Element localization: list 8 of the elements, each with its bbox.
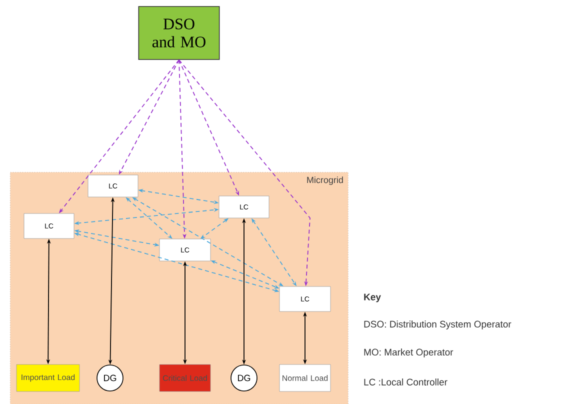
key-text: MO: Market Operator (364, 348, 454, 358)
load-box: Important Load (16, 364, 80, 392)
key-text: LC :Local Controller (364, 378, 448, 386)
load-box: Critical Load (159, 364, 211, 392)
key-text: Key (364, 294, 381, 302)
key-text: DSO: Distribution System Operator (364, 320, 512, 330)
operator-box: DSO and MO (138, 6, 220, 60)
load-box: Normal Load (279, 364, 331, 392)
